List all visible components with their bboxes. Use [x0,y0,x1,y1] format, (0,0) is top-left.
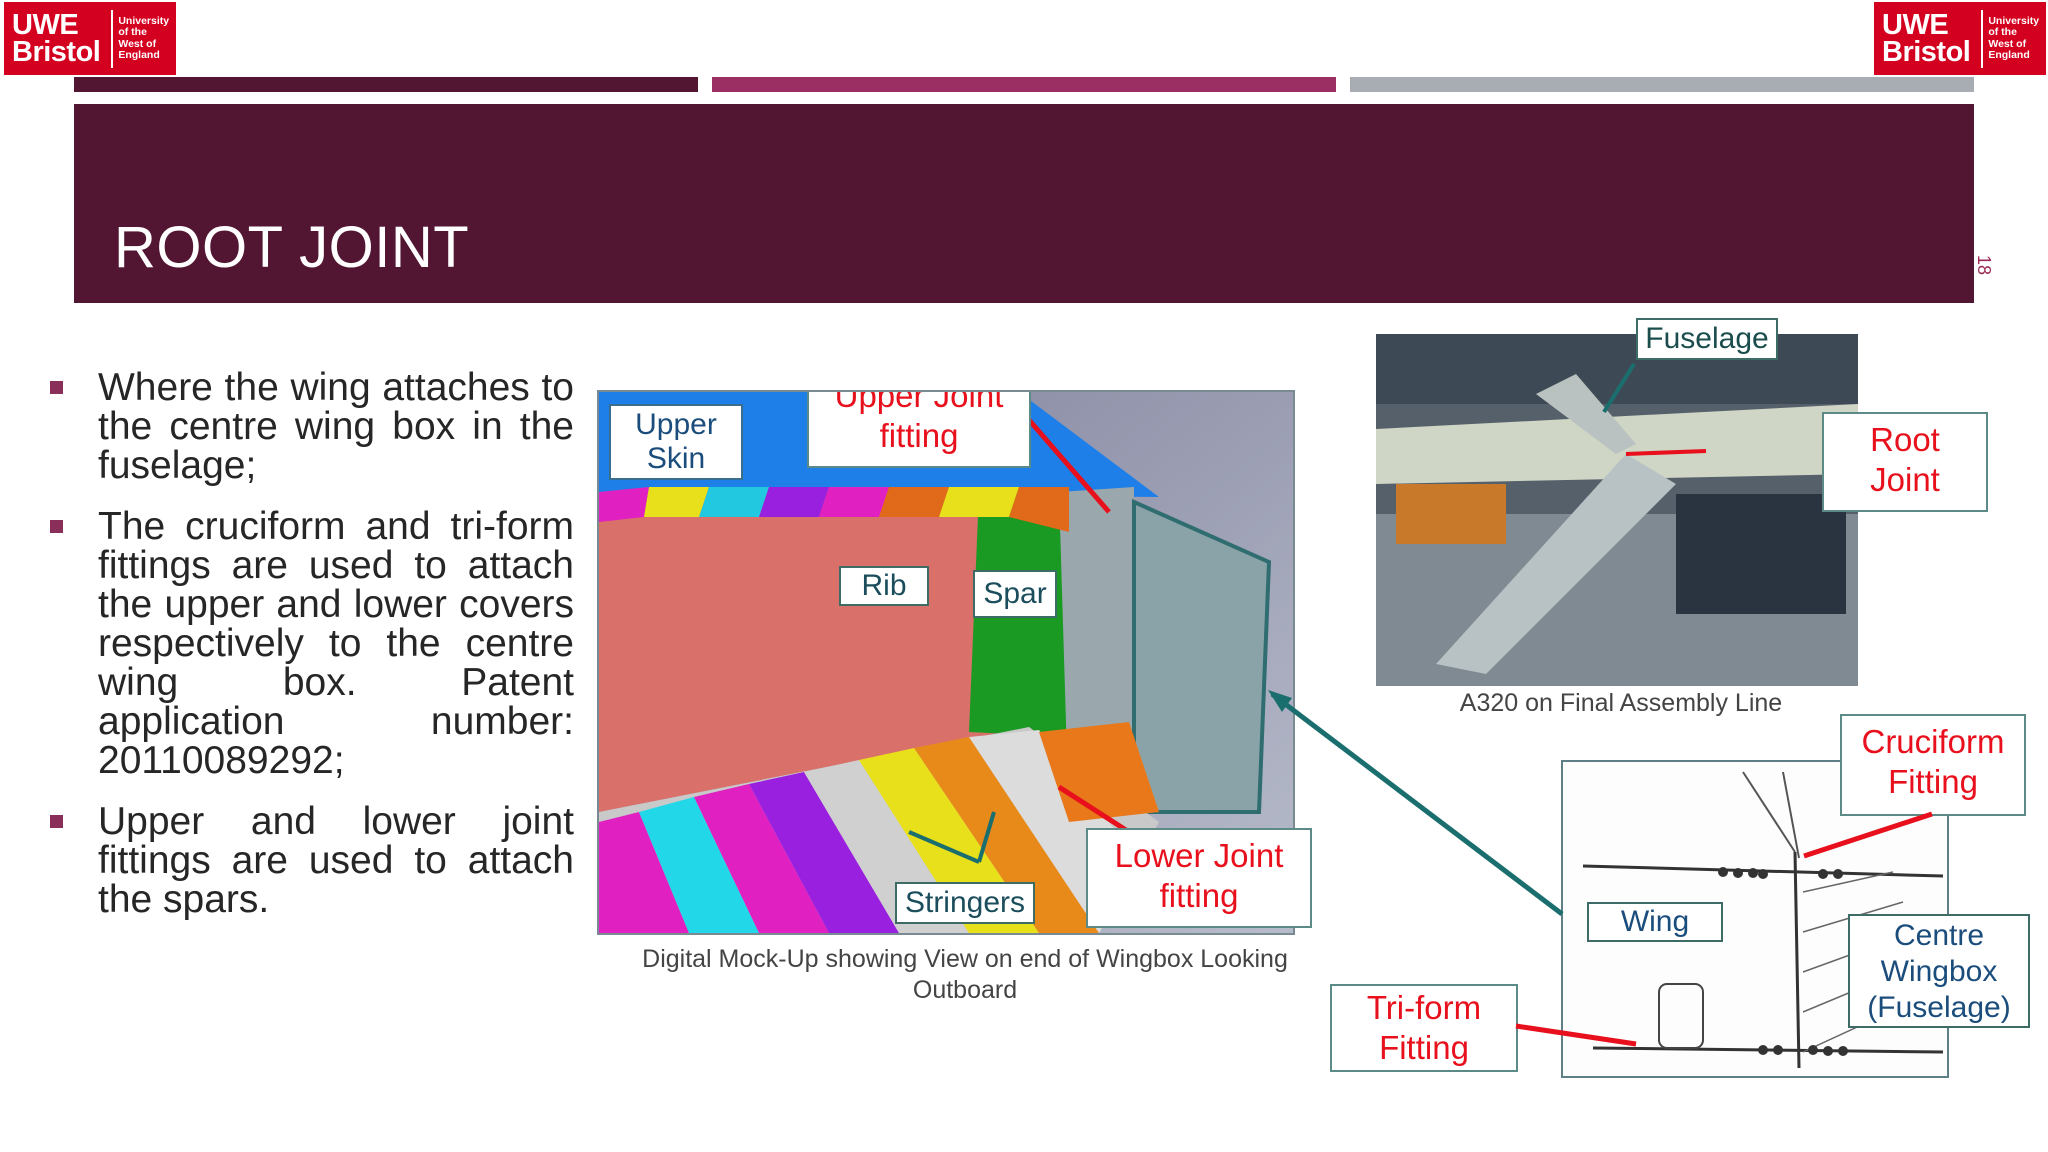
bullet-text: The cruciform and tri-form fittings are … [98,505,574,782]
logo-small-text: University of the West of England [1988,14,2043,62]
label-root-joint: Root Joint [1822,412,1988,512]
bullet-item: The cruciform and tri-form fittings are … [50,507,574,780]
logo-small-line: West of [118,37,157,50]
bullet-text: Upper and lower joint fittings are used … [98,800,574,921]
label-text: Tri-form Fitting [1366,989,1482,1066]
uwe-logo-left: UWE Bristol University of the West of En… [4,2,176,75]
logo-small-line: England [118,49,160,61]
label-text: Lower Joint fitting [1114,837,1284,914]
logo-line-bristol: Bristol [12,35,101,68]
top-bar-dark [74,77,698,92]
top-bar-mid [712,77,1336,92]
photo-caption: A320 on Final Assembly Line [1459,689,1783,717]
label-spar: Spar [973,570,1057,618]
logo-small-line: University [118,14,170,27]
logo-small-line: England [1988,49,2030,61]
logo-line-bristol: Bristol [1882,35,1971,68]
title-band: ROOT JOINT [74,104,1974,303]
logo-small-line: of the [1988,26,2017,38]
bullet-square-icon [50,520,63,533]
label-lower-joint-fitting: Lower Joint fitting [1086,828,1312,928]
logo-small-line: West of [1988,37,2027,50]
bullet-list: Where the wing attaches to the centre wi… [50,368,574,941]
logo-separator [1981,9,1984,68]
label-text: Upper Joint fitting [834,390,1004,454]
label-rib: Rib [839,566,929,606]
logo-line-uwe: UWE [1882,8,1949,41]
connector-arrow [1270,692,1564,916]
label-text: Wing [1620,905,1690,938]
label-text: Spar [983,577,1047,610]
bullet-item: Where the wing attaches to the centre wi… [50,368,574,485]
label-stringers: Stringers [895,882,1035,924]
logo-small-line: University [1988,14,2040,27]
logo-small-text: University of the West of England [118,14,173,62]
slide-title: ROOT JOINT [114,215,470,280]
label-wing: Wing [1587,902,1723,942]
a320-photo-illustration [1376,334,1858,686]
label-text: Centre Wingbox (Fuselage) [1867,919,2011,1024]
label-text: Root Joint [1870,421,1940,498]
logo-line-uwe: UWE [12,8,79,41]
label-upper-skin: Upper Skin [609,404,743,480]
logo-main-text: UWE Bristol [4,8,106,68]
label-fuselage: Fuselage [1636,318,1778,360]
logo-main-text: UWE Bristol [1874,8,1976,68]
label-triform-fitting: Tri-form Fitting [1330,984,1518,1072]
bullet-square-icon [50,381,63,394]
label-text: Upper Skin [635,408,717,475]
label-text: Cruciform Fitting [1861,723,2005,800]
label-centre-wingbox: Centre Wingbox (Fuselage) [1848,914,2030,1028]
connector-arrowhead [1268,690,1292,712]
label-text: Stringers [904,886,1026,919]
bullet-text: Where the wing attaches to the centre wi… [98,366,574,487]
label-text: Rib [861,569,907,602]
label-text: Fuselage [1645,322,1769,355]
label-cruciform-fitting: Cruciform Fitting [1840,714,2026,816]
logo-small-line: of the [118,26,147,38]
bullet-square-icon [50,815,63,828]
diagram-caption: Digital Mock-Up showing View on end of W… [642,945,1288,1004]
connector-arrow [1515,1023,1637,1047]
logo-separator [111,9,114,68]
a320-assembly-photo [1376,334,1858,686]
connector-arrow [1803,811,1933,859]
uwe-logo-right: UWE Bristol University of the West of En… [1874,2,2046,75]
top-bar-light [1350,77,1974,92]
label-upper-joint-fitting: Upper Joint fitting [807,390,1031,468]
bullet-item: Upper and lower joint fittings are used … [50,802,574,919]
